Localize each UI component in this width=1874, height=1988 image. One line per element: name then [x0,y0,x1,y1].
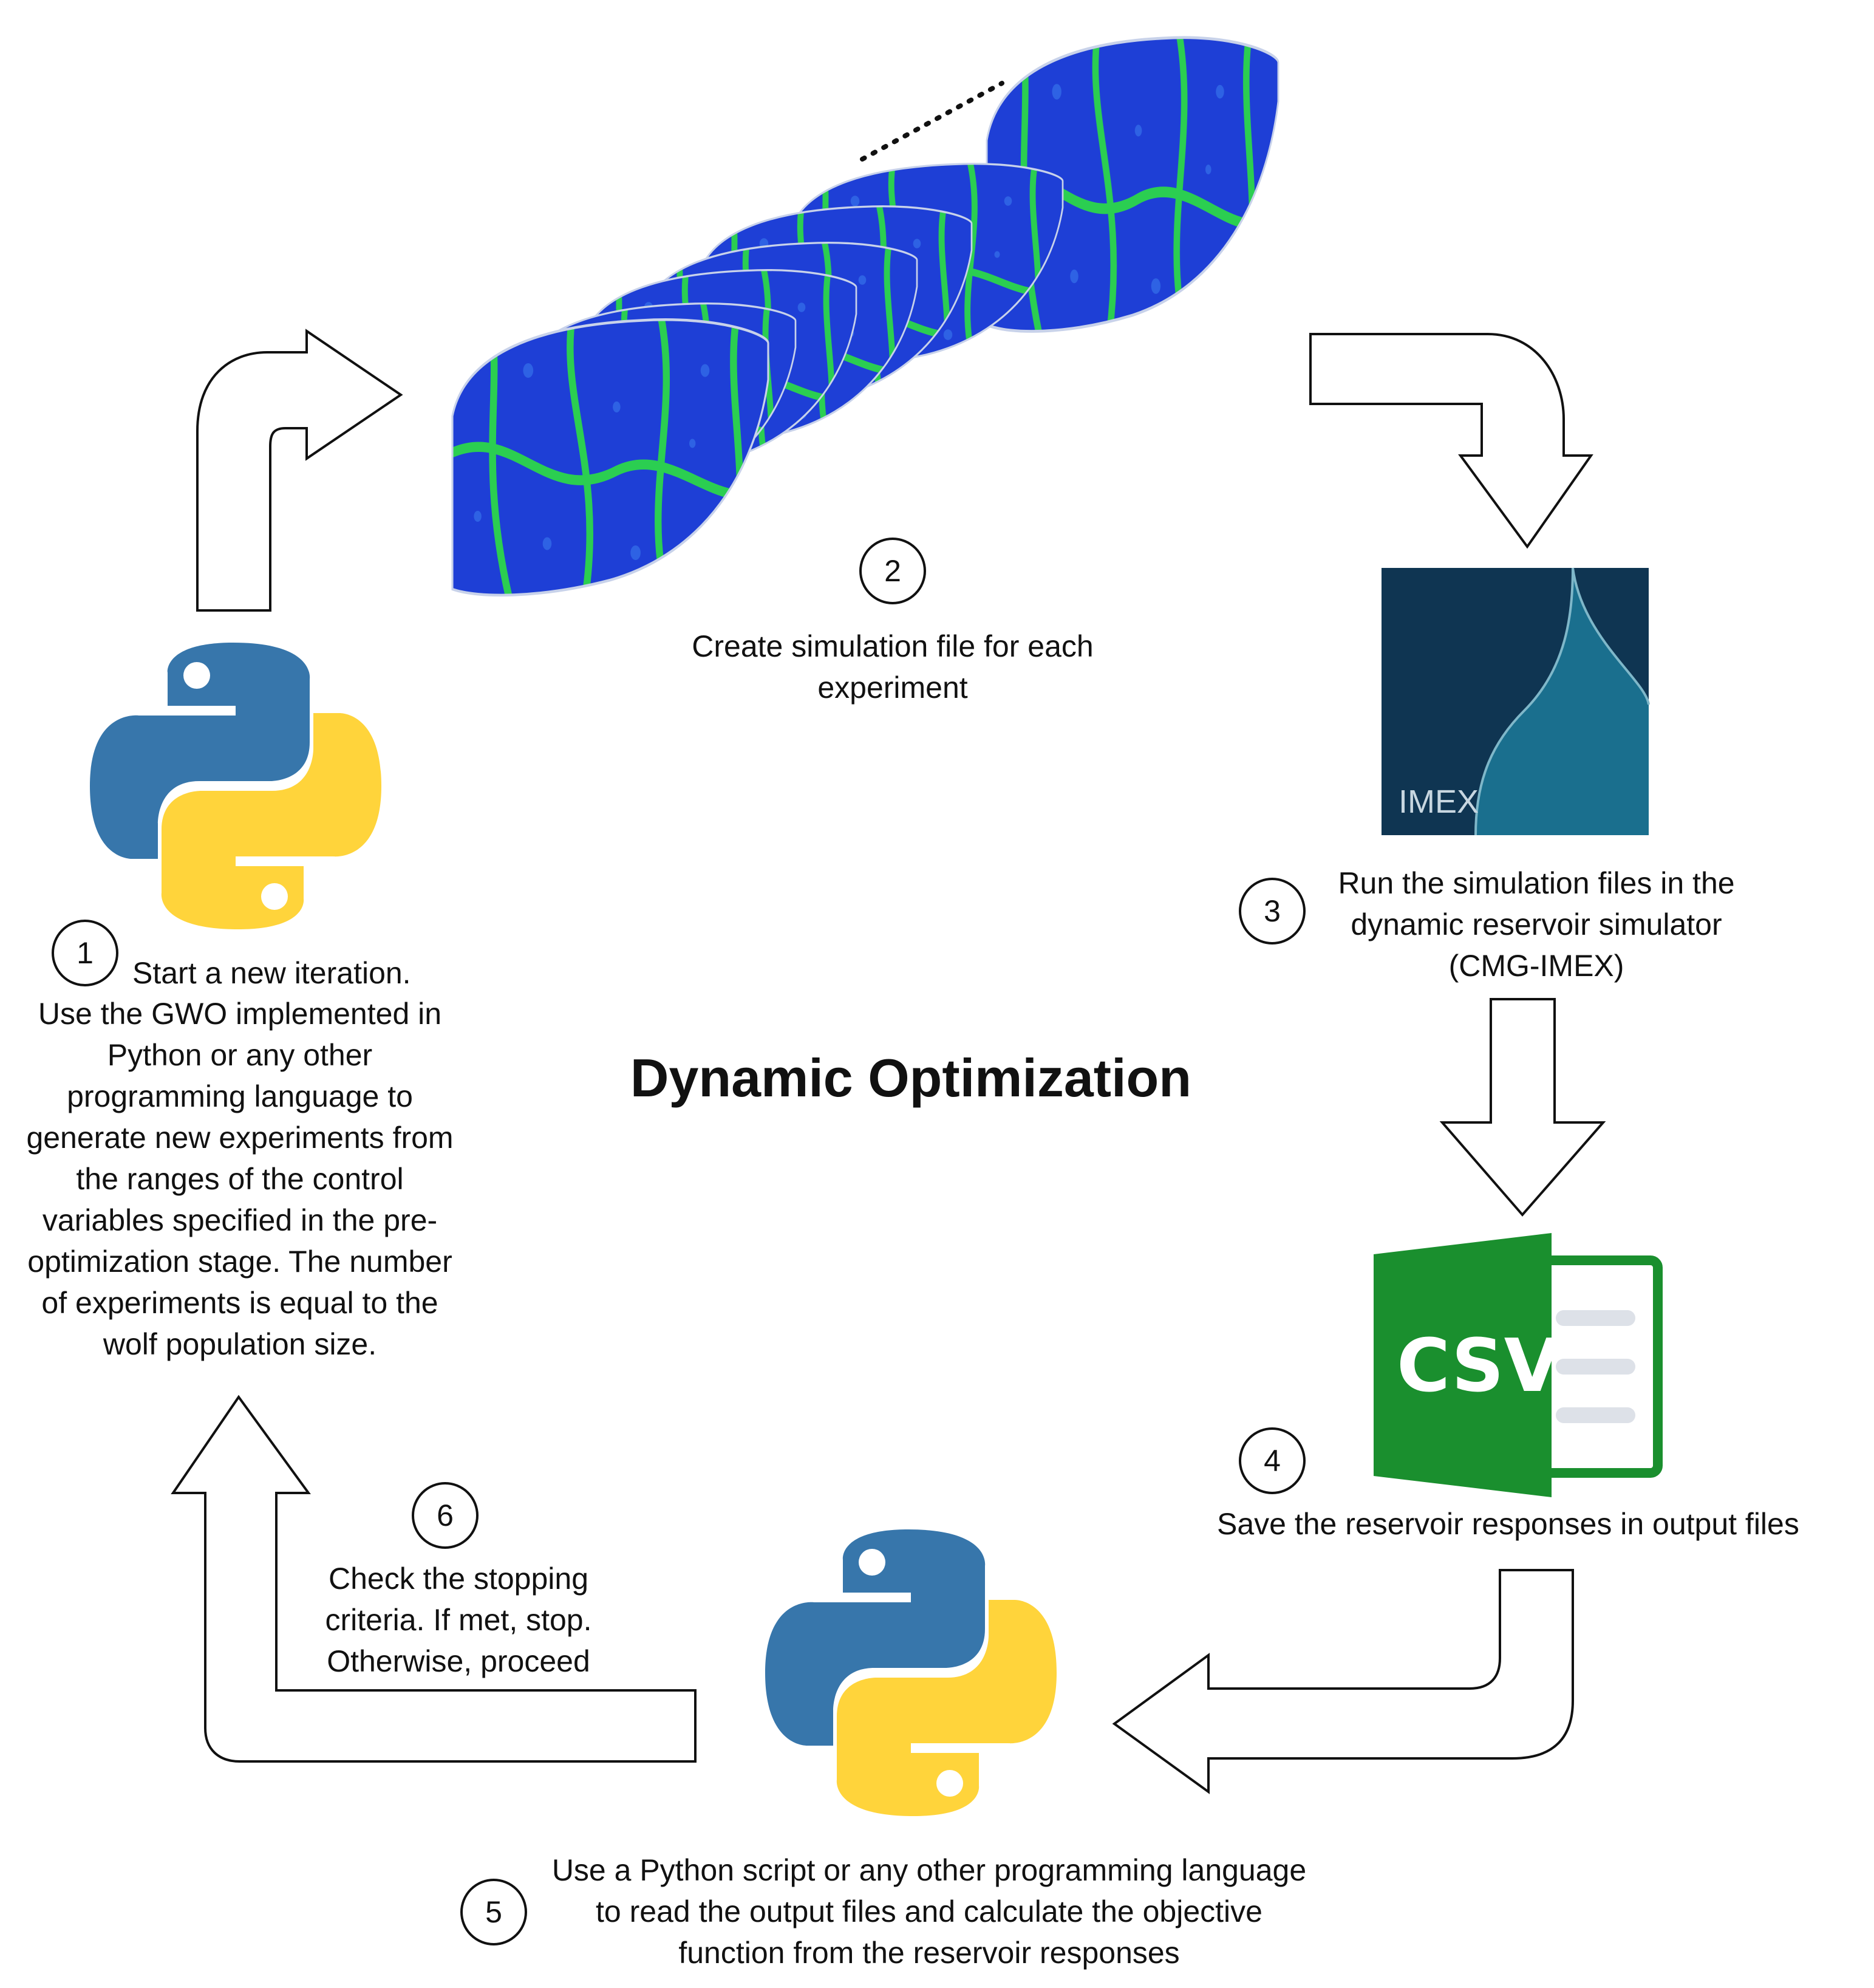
python-logo-icon-top [90,643,381,929]
step-4-number: 4 [1239,1427,1306,1494]
step-4-text: Save the reservoir responses in output f… [1217,1507,1799,1541]
step-1-text: Use the GWO implemented in Python or any… [26,997,454,1361]
step-2-number: 2 [859,538,926,604]
csv-label: CSV [1397,1324,1561,1409]
step-5-number: 5 [460,1879,527,1945]
arrow-step3-to-step4 [1439,998,1606,1217]
imex-logo-icon: IMEX [1382,567,1650,836]
arrow-step5-to-step1 [171,1395,697,1763]
python-logo-icon-bottom [765,1529,1057,1816]
step-6-text: Check the stopping criteria. If met, sto… [325,1562,592,1678]
step-1-first-line: Start a new iteration. [132,956,411,990]
step-2-text: Create simulation file for each experime… [692,629,1094,705]
step-6-number: 6 [412,1482,479,1549]
step-3-text: Run the simulation files in the dynamic … [1338,866,1735,983]
arrow-step1-to-step2 [196,329,403,612]
step-3-number: 3 [1239,878,1306,944]
step-5-text: Use a Python script or any other program… [551,1853,1307,1970]
reservoir-grid-icon [452,33,1278,598]
arrow-step4-to-step5 [1112,1569,1574,1794]
imex-label: IMEX [1399,784,1479,820]
csv-file-icon: CSV [1374,1233,1663,1497]
diagram-title: Dynamic Optimization [630,1048,1192,1108]
step-1-number: 1 [52,920,118,986]
arrow-step2-to-step3 [1309,333,1593,549]
